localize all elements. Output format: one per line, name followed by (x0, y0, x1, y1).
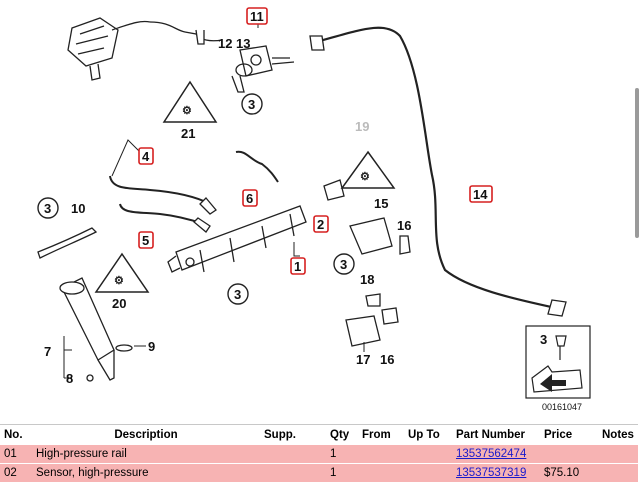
pressure-sensor-drawing (231, 45, 295, 93)
label-17: 17 (356, 352, 370, 367)
cell-qty: 1 (326, 445, 358, 464)
callout-11[interactable]: 11 (250, 9, 264, 24)
col-header-no: No. (0, 424, 32, 445)
label-8: 8 (66, 371, 73, 386)
parts-diagram: ⚙ ⚙ ⚙ 3 3 3 3 11 4 6 2 14 5 1 12 13 21 1… (37, 7, 591, 412)
col-header-price: Price (540, 424, 598, 445)
callout-2[interactable]: 2 (317, 217, 324, 232)
callout-circle-3-d: 3 (340, 257, 347, 272)
col-header-upto: Up To (404, 424, 452, 445)
col-header-from: From (358, 424, 404, 445)
legend-qty: 3 (540, 332, 547, 347)
table-row[interactable]: 02 Sensor, high-pressure 1 13537537319 $… (0, 463, 638, 483)
label-9: 9 (148, 339, 155, 354)
scrollbar-thumb[interactable] (635, 88, 639, 238)
col-header-supp: Supp. (260, 424, 326, 445)
callout-circle-3-a: 3 (248, 97, 255, 112)
cell-notes (598, 463, 638, 483)
cell-no: 02 (0, 463, 32, 483)
label-18: 18 (360, 272, 374, 287)
part-number-link[interactable]: 13537562474 (456, 448, 527, 460)
cell-from (358, 445, 404, 464)
cell-no: 01 (0, 445, 32, 464)
callout-circle-3-b: 3 (44, 201, 51, 216)
label-15: 15 (374, 196, 388, 211)
cell-part-number: 13537562474 (452, 445, 540, 464)
callout-circle-3-c: 3 (234, 287, 241, 302)
cell-price: $75.10 (540, 463, 598, 483)
callout-1[interactable]: 1 (294, 259, 301, 274)
cell-description: High-pressure rail (32, 445, 260, 464)
svg-text:⚙: ⚙ (360, 171, 370, 183)
label-16-a: 16 (397, 218, 411, 233)
cell-part-number: 13537537319 (452, 463, 540, 483)
cell-qty: 1 (326, 463, 358, 483)
col-header-notes: Notes (598, 424, 638, 445)
table-row[interactable]: 01 High-pressure rail 1 13537562474 (0, 445, 638, 464)
cell-notes (598, 445, 638, 464)
cell-from (358, 463, 404, 483)
cell-supp (260, 463, 326, 483)
label-13: 13 (236, 36, 250, 51)
injector-drawing (59, 277, 115, 381)
col-header-part-number: Part Number (452, 424, 540, 445)
diagram-ref-code: 00161047 (542, 402, 582, 412)
cell-supp (260, 445, 326, 464)
label-10: 10 (71, 201, 85, 216)
cell-price (540, 445, 598, 464)
col-header-description: Description (32, 424, 260, 445)
callout-6[interactable]: 6 (246, 191, 253, 206)
svg-text:⚙: ⚙ (182, 105, 192, 117)
parts-table: No. Description Supp. Qty From Up To Par… (0, 424, 638, 483)
col-header-qty: Qty (326, 424, 358, 445)
fuel-line-14 (315, 26, 557, 310)
cell-upto (404, 445, 452, 464)
callout-5[interactable]: 5 (142, 233, 149, 248)
callout-14[interactable]: 14 (473, 187, 488, 202)
callout-4[interactable]: 4 (142, 149, 150, 164)
label-7: 7 (44, 344, 51, 359)
label-21: 21 (181, 126, 195, 141)
table-header-row: No. Description Supp. Qty From Up To Par… (0, 424, 638, 445)
reference-legend: 3 (525, 325, 591, 399)
label-12: 12 (218, 36, 232, 51)
high-pressure-rail-drawing (167, 205, 307, 273)
part-number-link[interactable]: 13537537319 (456, 467, 527, 479)
label-16-b: 16 (380, 352, 394, 367)
svg-text:⚙: ⚙ (114, 275, 124, 287)
label-19: 19 (355, 119, 369, 134)
label-20: 20 (112, 296, 126, 311)
high-pressure-pump-drawing (67, 17, 151, 81)
